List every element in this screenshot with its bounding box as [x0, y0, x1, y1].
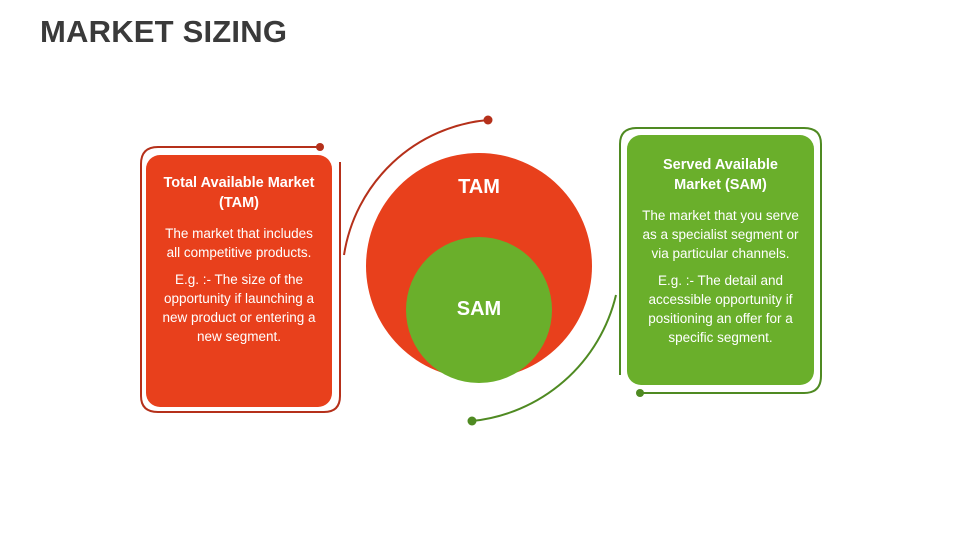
tam-card-outline-dot [316, 143, 324, 151]
tam-card-description: The market that includes all competitive… [165, 226, 313, 260]
page-title: MARKET SIZING [40, 14, 288, 49]
tam-circle-label: TAM [458, 176, 500, 198]
tam-card-example: E.g. :- The size of the opportunity if l… [162, 272, 316, 344]
tam-connector-arc [343, 119, 489, 256]
tam-card: Total Available Market (TAM) The market … [146, 155, 332, 407]
sam-card-description: The market that you serve as a specialis… [642, 208, 799, 261]
sam-card-outline-dot [636, 389, 644, 397]
sam-card-title: Served Available Market (SAM) [663, 157, 778, 193]
sam-card: Served Available Market (SAM) The market… [627, 135, 814, 385]
tam-card-title: Total Available Market (TAM) [163, 175, 315, 211]
sam-connector-dot [467, 416, 477, 426]
sam-connector-arc [471, 294, 617, 422]
sam-card-outline [619, 127, 822, 394]
tam-card-outline [140, 146, 341, 413]
sam-circle [406, 237, 552, 383]
sam-card-example: E.g. :- The detail and accessible opport… [648, 273, 793, 345]
sam-circle-label: SAM [456, 298, 502, 320]
tam-connector-dot [483, 115, 493, 125]
